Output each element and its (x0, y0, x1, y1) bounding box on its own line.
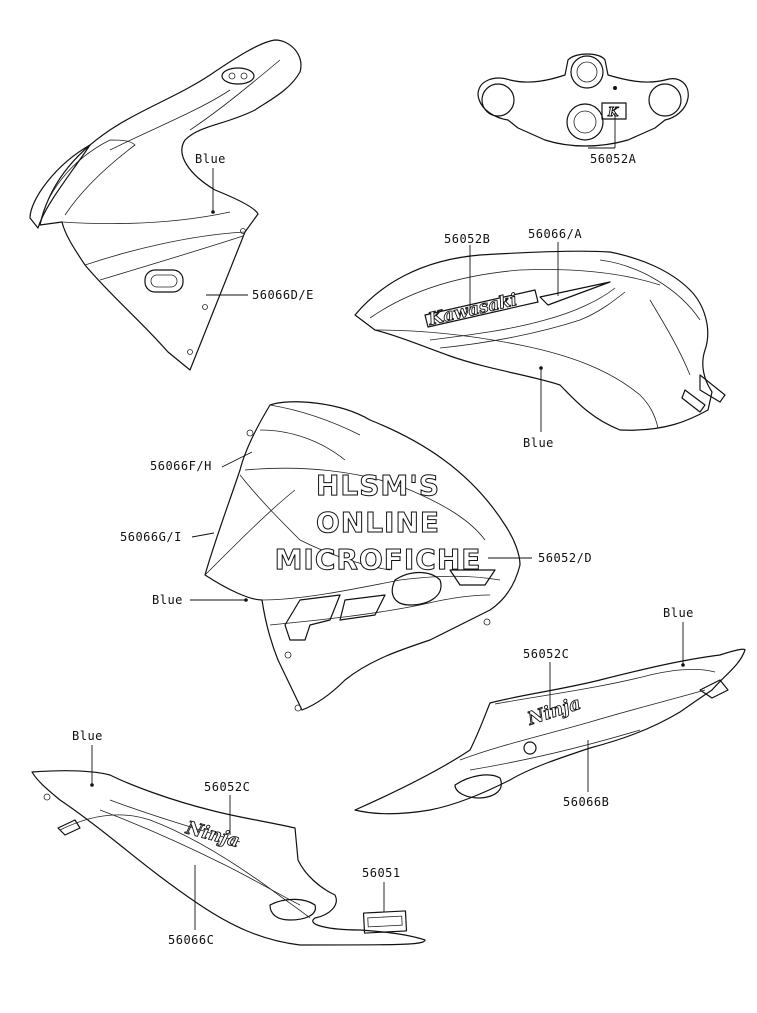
label-56052D: 56052/D (538, 551, 592, 565)
watermark-line-1: HLSM'S (316, 469, 440, 502)
watermark-line-2: ONLINE (316, 506, 440, 539)
label-56066DE: 56066D/E (252, 288, 314, 302)
label-blue-upper-cowl: Blue (195, 152, 226, 166)
k-logo-decal: K (607, 105, 619, 119)
label-56052B: 56052B (444, 232, 490, 246)
label-56066C: 56066C (168, 933, 214, 947)
label-blue-mid-cowl: Blue (152, 593, 183, 607)
label-56066B: 56066B (563, 795, 609, 809)
left-tail-cowl-part: Ninja (31, 770, 426, 946)
label-56066GI: 56066G/I (120, 530, 182, 544)
label-blue-tail-left: Blue (72, 729, 103, 743)
part-labels: 56052A 56052B 56066/A Blue Blue 56066D/E… (72, 152, 694, 947)
fuel-tank-part: Kawasaki (354, 250, 726, 431)
top-bridge-part: K (477, 53, 689, 147)
ninja-decal-left: Ninja (183, 817, 242, 852)
ninja-decal-right: Ninja (524, 693, 583, 730)
side-cowl-part (204, 401, 521, 712)
label-56051: 56051 (362, 866, 401, 880)
watermark: HLSM'S ONLINE MICROFICHE (274, 469, 482, 577)
watermark-line-3: MICROFICHE (275, 543, 482, 576)
label-blue-tail-right: Blue (663, 606, 694, 620)
label-blue-tank: Blue (523, 436, 554, 450)
label-56066FH: 56066F/H (150, 459, 212, 473)
leader-lines (90, 113, 685, 930)
kawasaki-decal: Kawasaki (426, 290, 519, 330)
label-56052C-left: 56052C (204, 780, 250, 794)
label-56052C-right: 56052C (523, 647, 569, 661)
label-56052A: 56052A (590, 152, 637, 166)
label-56066A: 56066/A (528, 227, 582, 241)
upper-cowl-part (29, 39, 302, 371)
